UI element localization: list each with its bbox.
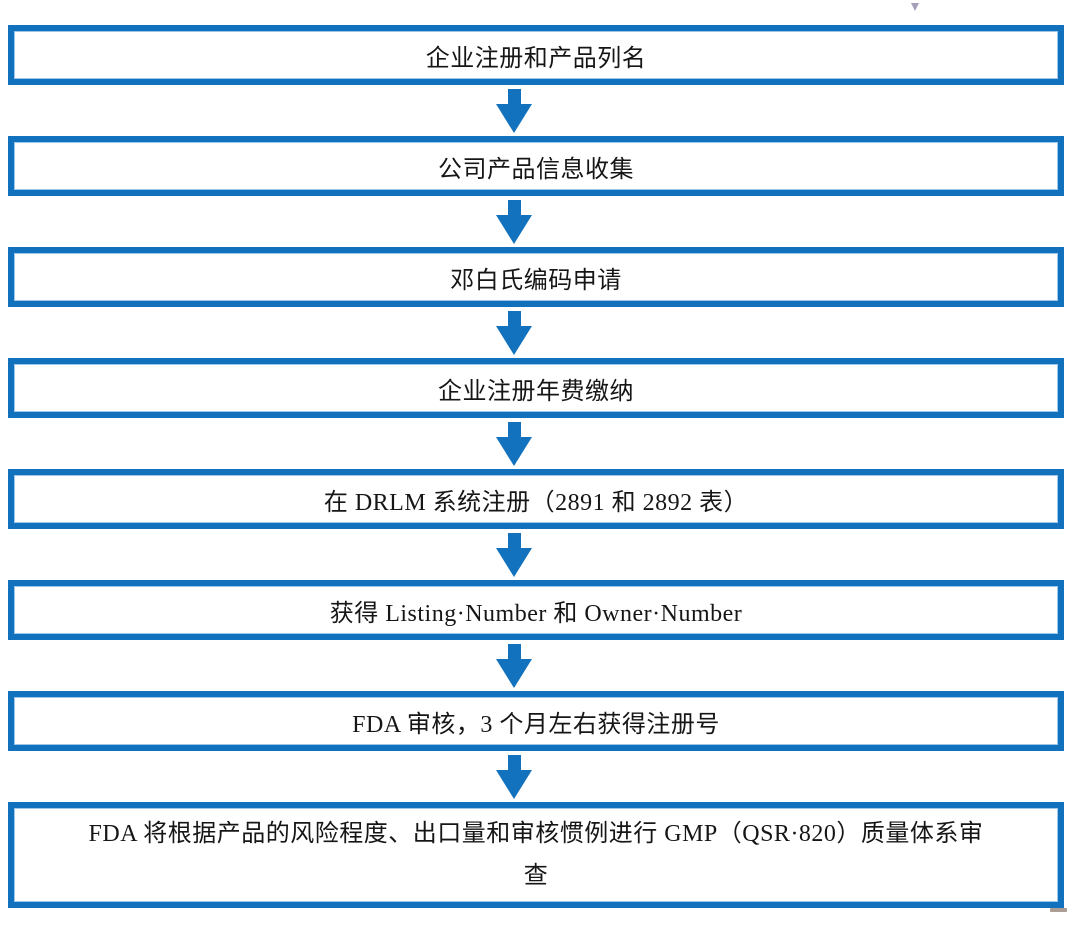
arrow-head [496, 325, 532, 355]
flow-step-duns-application: 邓白氏编码申请 [8, 247, 1064, 307]
flow-step-drlm-registration: 在 DRLM 系统注册（2891 和 2892 表） [8, 469, 1064, 529]
flow-step-product-info-collection: 公司产品信息收集 [8, 136, 1064, 196]
flow-step-label: 公司产品信息收集 [438, 156, 634, 183]
flow-step-obtain-numbers: 获得 Listing·Number 和 Owner·Number [8, 580, 1064, 640]
arrow-stem [507, 421, 521, 437]
down-arrow-icon [0, 529, 1042, 580]
cursor-artifact [911, 3, 919, 11]
flow-step-gmp-audit: FDA 将根据产品的风险程度、出口量和审核惯例进行 GMP（QSR·820）质量… [8, 802, 1064, 908]
arrow-stem [507, 310, 521, 326]
arrow-head [496, 547, 532, 577]
down-arrow-icon [0, 640, 1042, 691]
arrow-stem [507, 754, 521, 770]
arrow-stem [507, 532, 521, 548]
flow-step-label-line1: FDA 将根据产品的风险程度、出口量和审核惯例进行 GMP（QSR·820）质量… [88, 821, 984, 847]
arrow-head [496, 658, 532, 688]
down-arrow-icon [0, 307, 1042, 358]
arrow-head [496, 769, 532, 799]
arrow-stem [507, 643, 521, 659]
flow-step-label-line2: 查 [523, 863, 549, 889]
flow-step-label: FDA 审核，3 个月左右获得注册号 [352, 711, 720, 738]
flow-step-label: 在 DRLM 系统注册（2891 和 2892 表） [323, 489, 749, 516]
arrow-stem [507, 88, 521, 104]
flow-step-annual-fee: 企业注册年费缴纳 [8, 358, 1064, 418]
down-arrow-icon [0, 751, 1042, 802]
down-arrow-icon [0, 196, 1042, 247]
dash-artifact [1050, 908, 1067, 912]
flow-step-label: 企业注册和产品列名 [425, 45, 647, 72]
flow-step-label: 企业注册年费缴纳 [438, 378, 634, 405]
flow-step-fda-review: FDA 审核，3 个月左右获得注册号 [8, 691, 1064, 751]
flow-step-label: 获得 Listing·Number 和 Owner·Number [329, 600, 743, 627]
down-arrow-icon [0, 85, 1042, 136]
arrow-head [496, 436, 532, 466]
arrow-stem [507, 199, 521, 215]
flow-step-company-registration: 企业注册和产品列名 [8, 25, 1064, 85]
arrow-head [496, 103, 532, 133]
flowchart: 企业注册和产品列名 公司产品信息收集 邓白氏编码申请 企业注册年费缴纳 [8, 25, 1064, 908]
flow-step-label: 邓白氏编码申请 [450, 267, 622, 294]
arrow-head [496, 214, 532, 244]
down-arrow-icon [0, 418, 1042, 469]
